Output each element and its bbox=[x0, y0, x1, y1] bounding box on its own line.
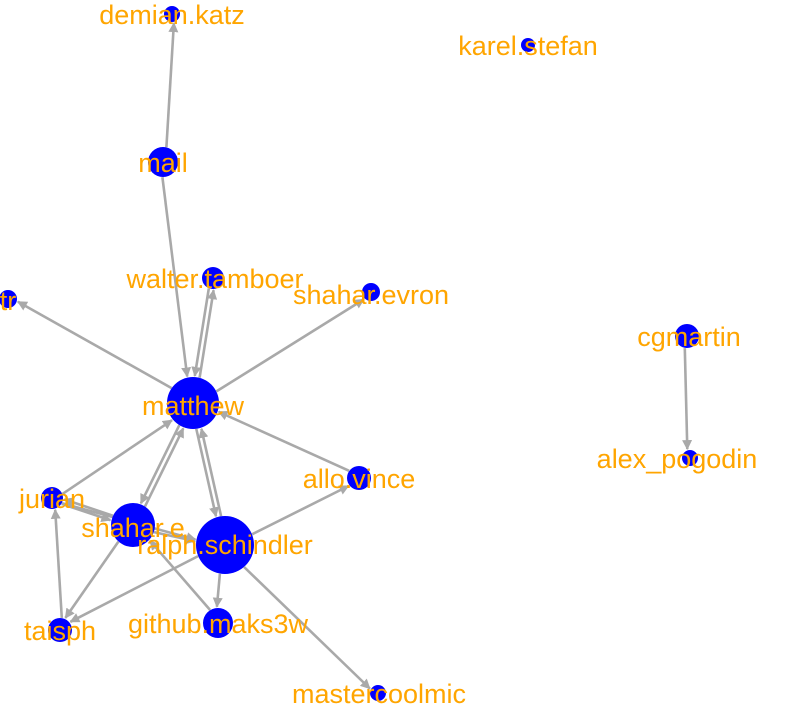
edge-github-maks3w-to-shahar-e bbox=[149, 539, 212, 611]
edge-cgmartin-to-alex-pogodin bbox=[682, 348, 693, 451]
node-cgmartin bbox=[675, 324, 699, 348]
edge-allo-vince-to-matthew bbox=[217, 410, 350, 472]
edge-matthew-to-tr bbox=[17, 300, 173, 390]
edge-mail-to-matthew bbox=[161, 177, 192, 378]
node-label-karel-stefan: karel.stefan bbox=[458, 31, 598, 61]
node-label-matthew: matthew bbox=[142, 391, 245, 421]
node-label-mastercoolmic: mastercoolmic bbox=[292, 679, 466, 706]
edge-shahar-e-to-matthew bbox=[143, 427, 185, 507]
edge-matthew-to-walter-tamboer bbox=[198, 289, 218, 378]
edge-jurian-to-matthew bbox=[61, 419, 173, 495]
node-github-maks3w bbox=[203, 608, 233, 638]
edge-mail-to-demian-katz bbox=[165, 22, 179, 148]
node-allo-vince bbox=[347, 466, 371, 490]
edge-shahar-e-to-taisph bbox=[64, 540, 120, 619]
node-shahar-evron bbox=[362, 283, 380, 301]
node-label-cgmartin: cgmartin bbox=[637, 322, 741, 352]
edge-ralph-schindler-to-mastercoolmic bbox=[243, 566, 371, 690]
node-label-taisph: taisph bbox=[24, 616, 96, 646]
node-karel-stefan bbox=[521, 38, 535, 52]
edge-shahar-e-to-ralph-schindler bbox=[153, 530, 197, 545]
edge-ralph-schindler-to-matthew bbox=[198, 427, 223, 517]
edge-taisph-to-jurian bbox=[50, 508, 64, 618]
node-label-shahar-evron: shahar.evron bbox=[293, 280, 449, 310]
edge-matthew-to-shahar-evron bbox=[215, 298, 365, 393]
node-label-ralph-schindler: ralph.schindler bbox=[137, 530, 313, 560]
edge-shahar-e-to-jurian bbox=[63, 497, 114, 517]
node-jurian bbox=[41, 487, 63, 509]
node-alex-pogodin bbox=[682, 450, 698, 466]
node-label-alex-pogodin: alex_pogodin bbox=[597, 444, 758, 474]
edge-ralph-schindler-to-allo-vince bbox=[251, 484, 350, 536]
node-label-github-maks3w: github.maks3w bbox=[128, 609, 309, 639]
nodes-layer bbox=[0, 6, 699, 701]
edge-matthew-to-shahar-e bbox=[139, 424, 181, 505]
node-label-demian-katz: demian.katz bbox=[99, 0, 245, 30]
node-tr bbox=[0, 290, 17, 308]
node-mail bbox=[148, 147, 178, 177]
edge-walter-tamboer-to-matthew bbox=[191, 288, 211, 377]
node-ralph-schindler bbox=[196, 516, 254, 574]
node-demian-katz bbox=[164, 6, 180, 22]
node-taisph bbox=[48, 618, 72, 642]
node-matthew bbox=[167, 377, 219, 429]
node-label-allo-vince: allo.vince bbox=[303, 464, 416, 494]
node-mastercoolmic bbox=[370, 685, 386, 701]
node-label-walter-tamboer: walter.tamboer bbox=[125, 264, 303, 294]
node-label-shahar-e: shahar.e bbox=[81, 513, 185, 543]
node-shahar-e bbox=[111, 503, 155, 547]
edge-ralph-schindler-to-taisph bbox=[69, 554, 199, 623]
edge-matthew-to-ralph-schindler bbox=[195, 428, 219, 518]
edges-layer bbox=[17, 22, 693, 690]
labels-layer: demian.katz karel.stefan mail walter.tamboe… bbox=[0, 0, 757, 706]
node-label-jurian: jurian bbox=[18, 484, 85, 514]
node-walter-tamboer bbox=[202, 267, 224, 289]
node-label-tr: tr bbox=[0, 286, 16, 316]
edge-ralph-schindler-to-github-maks3w bbox=[212, 573, 223, 608]
node-label-mail: mail bbox=[138, 148, 188, 178]
